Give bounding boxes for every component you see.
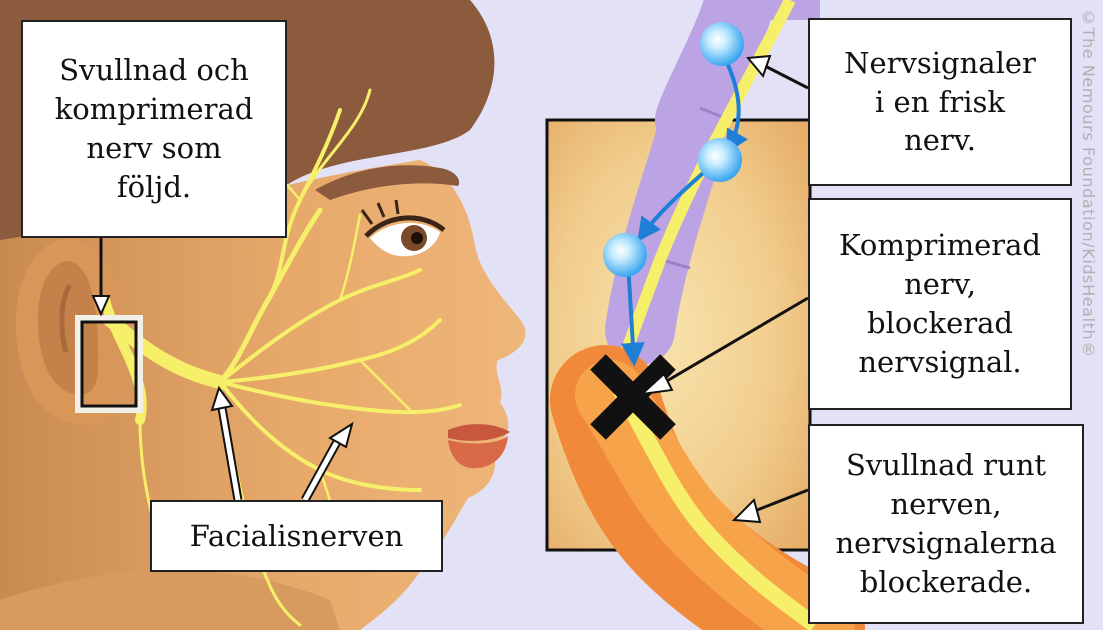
label-compressed-blocked: Komprimerad nerv, blockerad nervsignal. [808,198,1072,410]
label-swelling-blocked: Svullnad runt nerven, nervsignalerna blo… [808,424,1084,624]
signal-dot-icon [603,233,647,277]
copyright-credit: ©The Nemours Foundation/KidsHealth® [1072,8,1098,626]
signal-dot-icon [698,138,742,182]
label-healthy-signals: Nervsignaler i en frisk nerv. [808,18,1072,186]
signal-dot-icon [700,22,744,66]
label-swollen-compressed: Svullnad och komprimerad nerv som följd. [21,20,287,238]
label-facial-nerve: Facialisnerven [150,500,443,572]
